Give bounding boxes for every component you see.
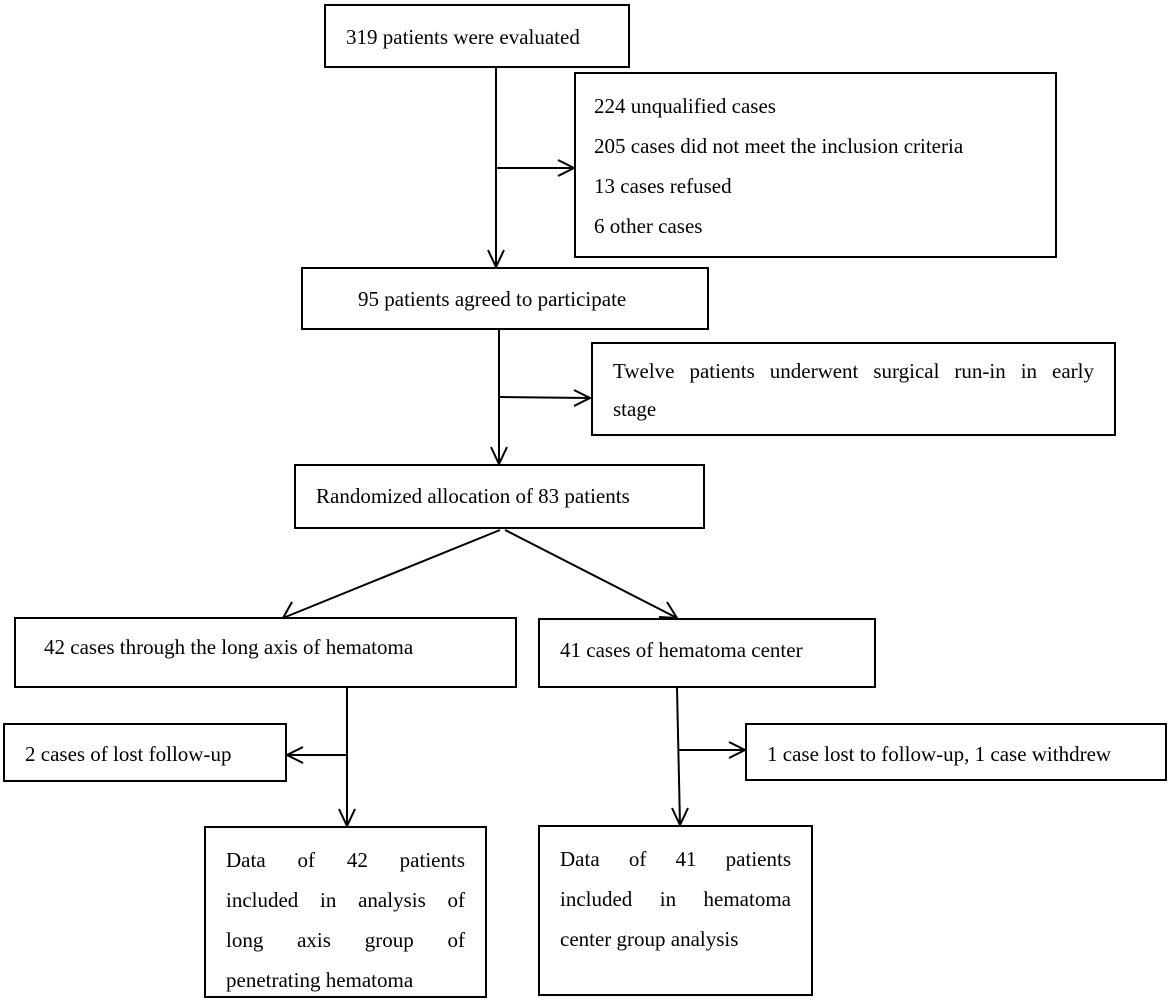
analysis-long-line-1: Data of 42 patients (226, 848, 465, 872)
box-excluded: 224 unqualified cases 205 cases did not … (574, 72, 1057, 258)
center-text: 41 cases of hematoma center (560, 638, 803, 662)
analysis-long-line-2: included in analysis of (226, 888, 465, 912)
excluded-line-1: 224 unqualified cases (594, 94, 776, 118)
randomized-text: Randomized allocation of 83 patients (316, 484, 630, 508)
box-lost-center: 1 case lost to follow-up, 1 case withdre… (745, 723, 1167, 781)
arrowhead-lost-long (284, 746, 304, 764)
box-runin: Twelve patients underwent surgical run-i… (591, 342, 1116, 436)
box-analysis-long: Data of 42 patients included in analysis… (204, 826, 487, 998)
analysis-long-line-3: long axis group of (226, 928, 465, 952)
arrow-to-runin (498, 396, 591, 399)
excluded-line-2: 205 cases did not meet the inclusion cri… (594, 134, 964, 158)
arrow-center-to-analysis (676, 687, 681, 826)
lost-center-text: 1 case lost to follow-up, 1 case withdre… (767, 742, 1112, 766)
analysis-center-line-1: Data of 41 patients (560, 847, 791, 871)
excluded-line-3: 13 cases refused (594, 174, 732, 198)
runin-line-1: Twelve patients underwent surgical run-i… (613, 359, 1094, 383)
arrow-to-center (504, 529, 678, 619)
excluded-line-4: 6 other cases (594, 214, 703, 238)
arrowhead-runin (573, 389, 593, 407)
box-randomized: Randomized allocation of 83 patients (294, 464, 705, 529)
runin-line-2: stage (613, 397, 657, 421)
analysis-long-line-4: penetrating hematoma (226, 968, 414, 992)
box-agreed: 95 patients agreed to participate (301, 267, 709, 330)
analysis-center-line-3: center group analysis (560, 927, 739, 951)
analysis-center-line-2: included in hematoma (560, 887, 791, 911)
box-long-axis: 42 cases through the long axis of hemato… (14, 617, 517, 688)
lost-long-text: 2 cases of lost follow-up (25, 742, 232, 766)
long-axis-text: 42 cases through the long axis of hemato… (44, 635, 414, 659)
box-lost-long: 2 cases of lost follow-up (3, 723, 287, 782)
box-analysis-center: Data of 41 patients included in hematoma… (538, 825, 813, 996)
arrow-to-long-axis (282, 529, 501, 619)
box-center: 41 cases of hematoma center (538, 618, 876, 688)
box-evaluated: 319 patients were evaluated (324, 4, 630, 68)
evaluated-text: 319 patients were evaluated (346, 25, 580, 49)
agreed-text: 95 patients agreed to participate (358, 287, 627, 311)
